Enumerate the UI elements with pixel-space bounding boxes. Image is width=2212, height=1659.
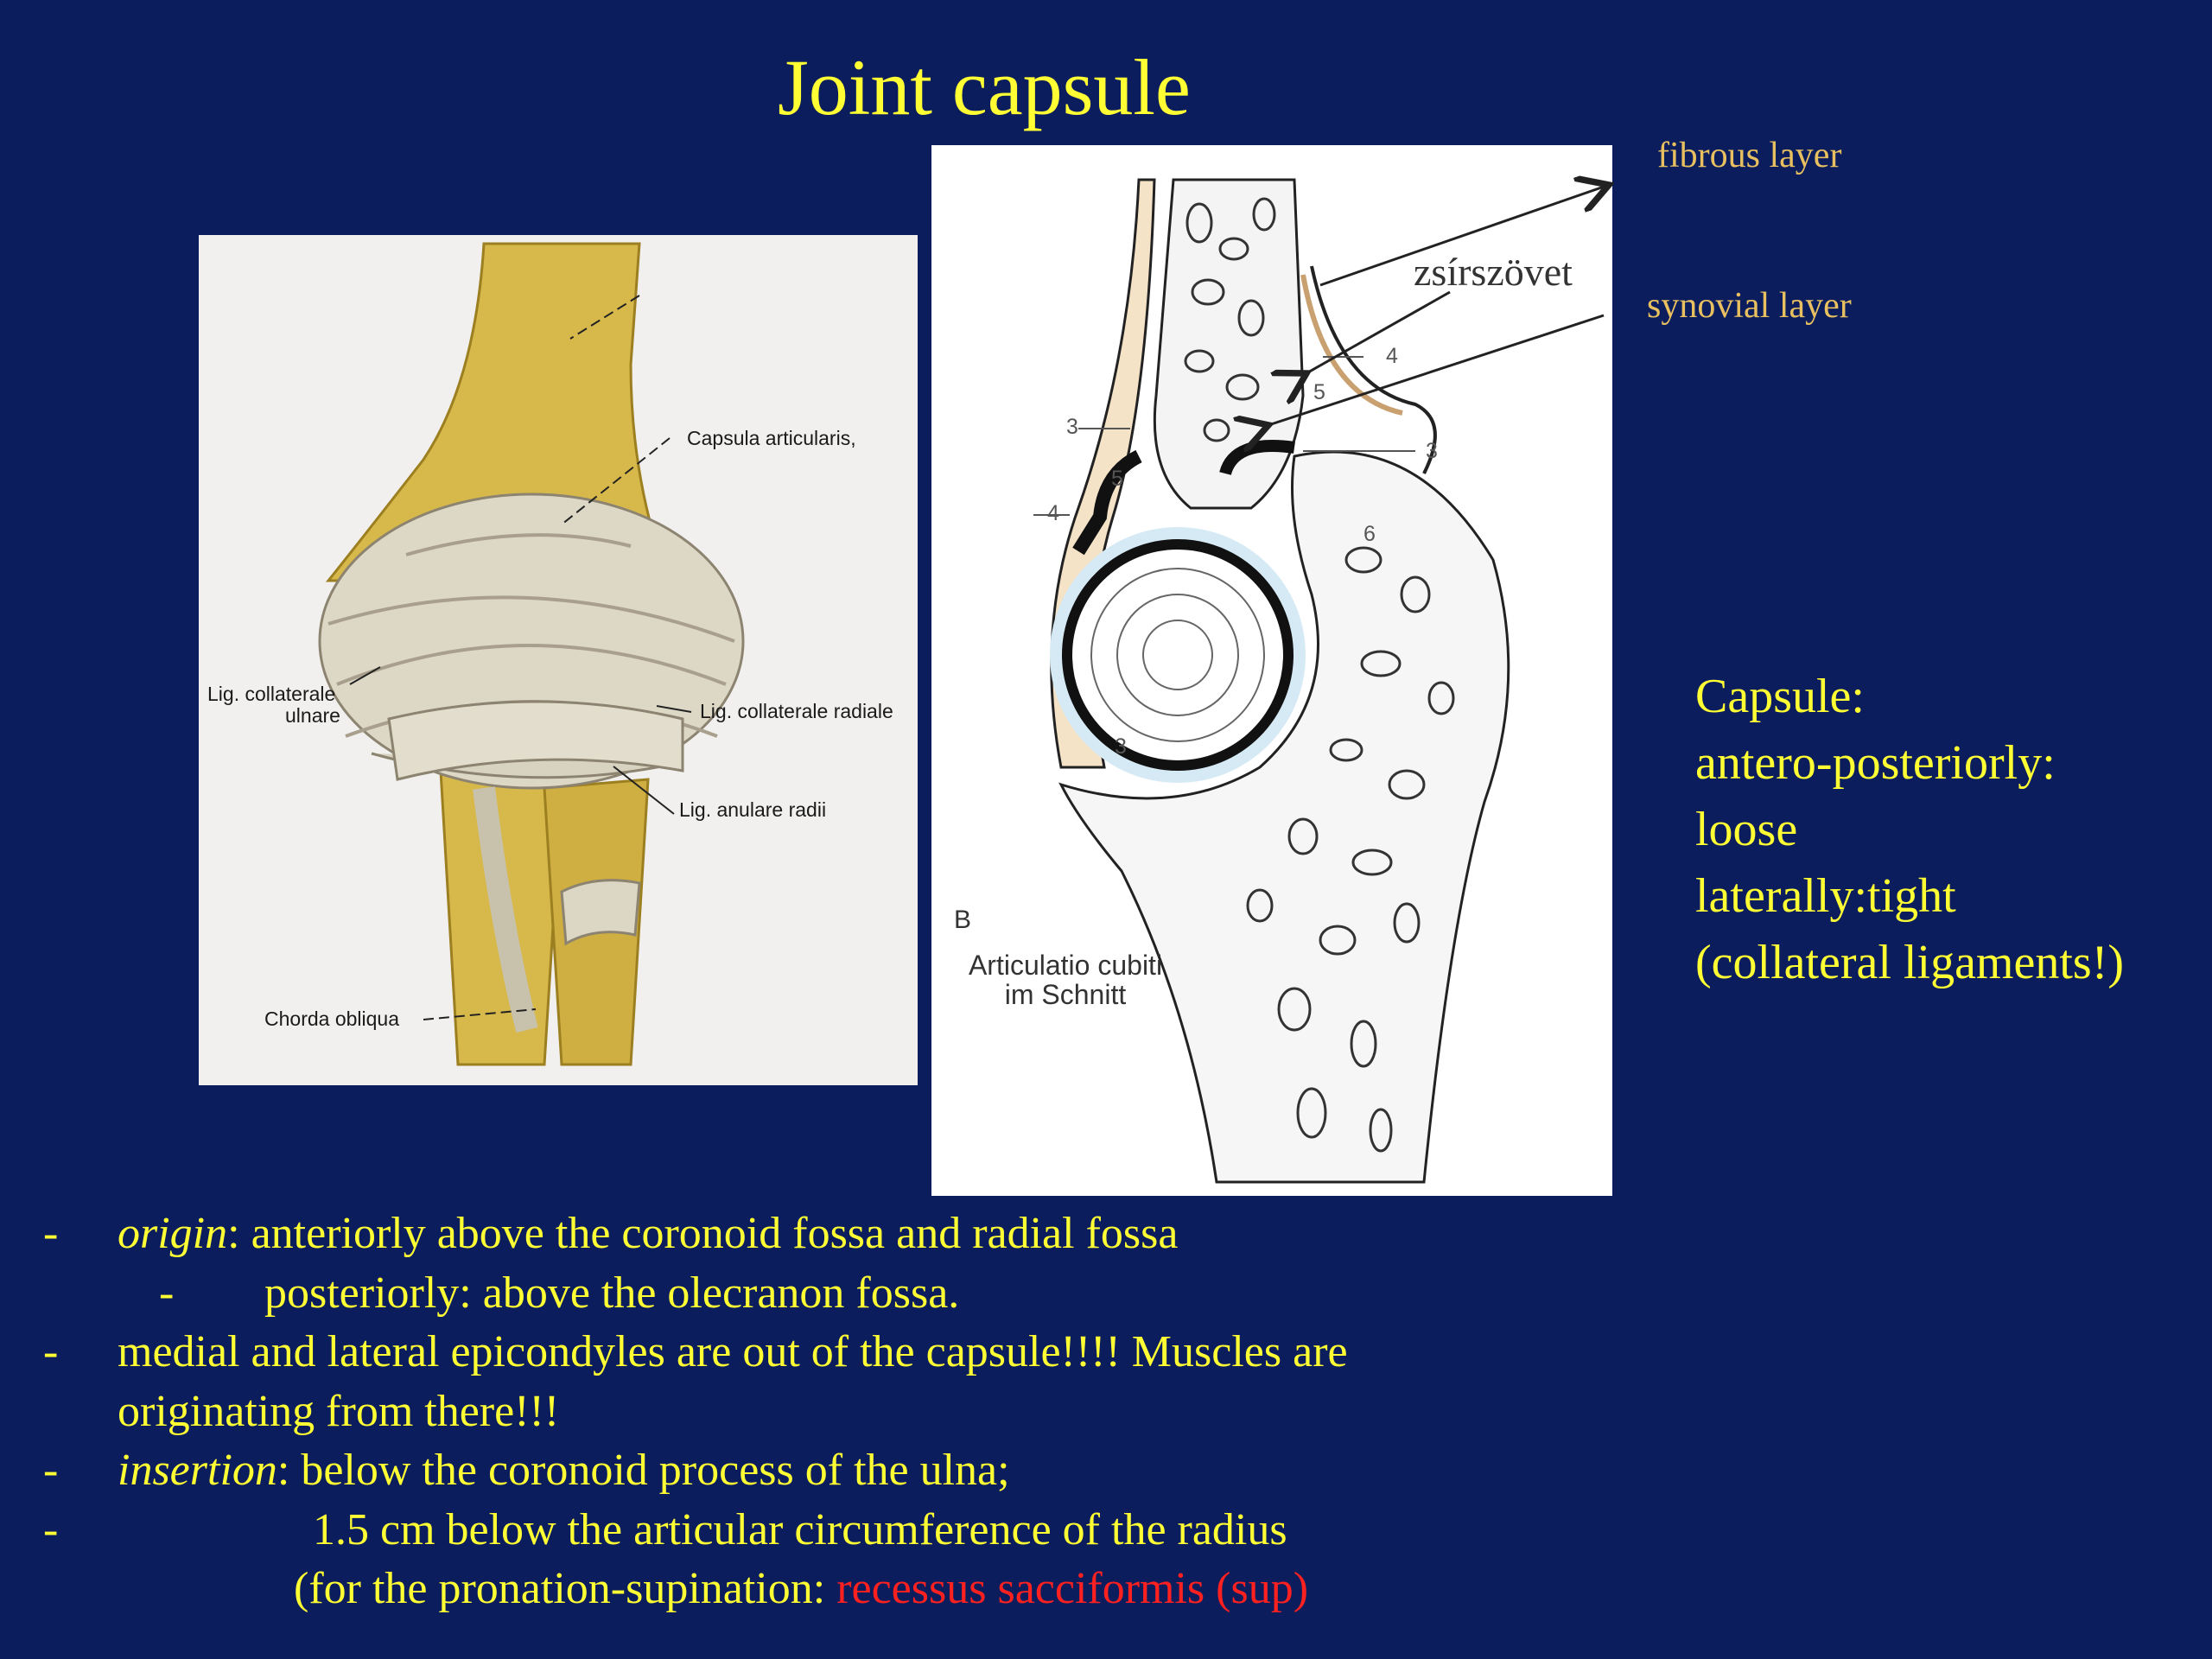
capsule-summary-line: (collateral ligaments!) <box>1695 936 2124 989</box>
bullet-dash: - <box>159 1268 175 1318</box>
label-fibrous-layer: fibrous layer <box>1657 136 1842 175</box>
slide-title: Joint capsule <box>778 43 1191 131</box>
epicondyles-text: medial and lateral epicondyles are out o… <box>118 1327 1348 1376</box>
elbow-section-illustration: 3 4 5 3 5 4 6 3 7 B Articulatio cubiti i… <box>931 145 1612 1196</box>
section-number: 5 <box>1313 380 1325 404</box>
elbow-ligaments-illustration: Capsula articularis, Lig. collaterale ul… <box>199 235 918 1085</box>
label-lig-collaterale-ulnare-line2: ulnare <box>285 704 340 727</box>
capsule-summary-line: Capsule: <box>1695 670 1865 723</box>
capsule-summary-line: laterally:tight <box>1695 869 1956 923</box>
epicondyles-text-cont: originating from there!!! <box>118 1386 560 1436</box>
label-lig-collaterale-ulnare-line1: Lig. collaterale <box>207 683 336 705</box>
figure-letter: B <box>954 906 972 934</box>
section-number: 5 <box>1111 467 1123 491</box>
section-number: 3 <box>1066 415 1078 439</box>
figure-caption-line1: Articulatio cubiti <box>968 950 1163 981</box>
recessus-highlight: recessus sacciformis (sup) <box>836 1564 1309 1613</box>
section-number: 3 <box>1115 734 1127 759</box>
radius-text: 1.5 cm below the articular circumference… <box>313 1504 1287 1554</box>
label-lig-collaterale-radiale: Lig. collaterale radiale <box>700 700 893 722</box>
elbow-section-drawing <box>1033 178 1510 1184</box>
label-synovial-layer: synovial layer <box>1647 286 1852 326</box>
insertion-text: : below the coronoid process of the ulna… <box>276 1446 1010 1495</box>
insertion-term: insertion <box>118 1446 277 1495</box>
label-zsirszovet: zsírszövet <box>1414 250 1573 294</box>
bullet-dash: - <box>43 1446 59 1495</box>
origin-text: : anteriorly above the coronoid fossa an… <box>227 1209 1179 1258</box>
label-chorda-obliqua: Chorda obliqua <box>264 1007 400 1030</box>
section-number: 4 <box>1047 501 1059 525</box>
elbow-ligaments-drawing <box>318 242 745 1066</box>
bullet-dash: - <box>43 1209 59 1258</box>
pronation-text: (for the pronation-supination: <box>294 1564 837 1613</box>
label-capsula-articularis: Capsula articularis, <box>687 427 856 449</box>
bullet-dash: - <box>43 1504 59 1554</box>
section-number: 4 <box>1386 344 1398 368</box>
origin-term: origin <box>118 1209 228 1258</box>
section-number: 6 <box>1363 522 1376 546</box>
capsule-summary-line: loose <box>1695 803 1798 856</box>
figure-caption-line2: im Schnitt <box>1004 979 1127 1010</box>
label-lig-anulare-radii: Lig. anulare radii <box>679 798 827 821</box>
posterior-text: posteriorly: above the olecranon fossa. <box>264 1268 960 1318</box>
section-number: 3 <box>1426 439 1438 463</box>
capsule-summary: Capsule: antero-posteriorly: loose later… <box>1695 664 2124 996</box>
capsule-summary-line: antero-posteriorly: <box>1695 736 2056 790</box>
bullet-dash: - <box>43 1327 59 1376</box>
